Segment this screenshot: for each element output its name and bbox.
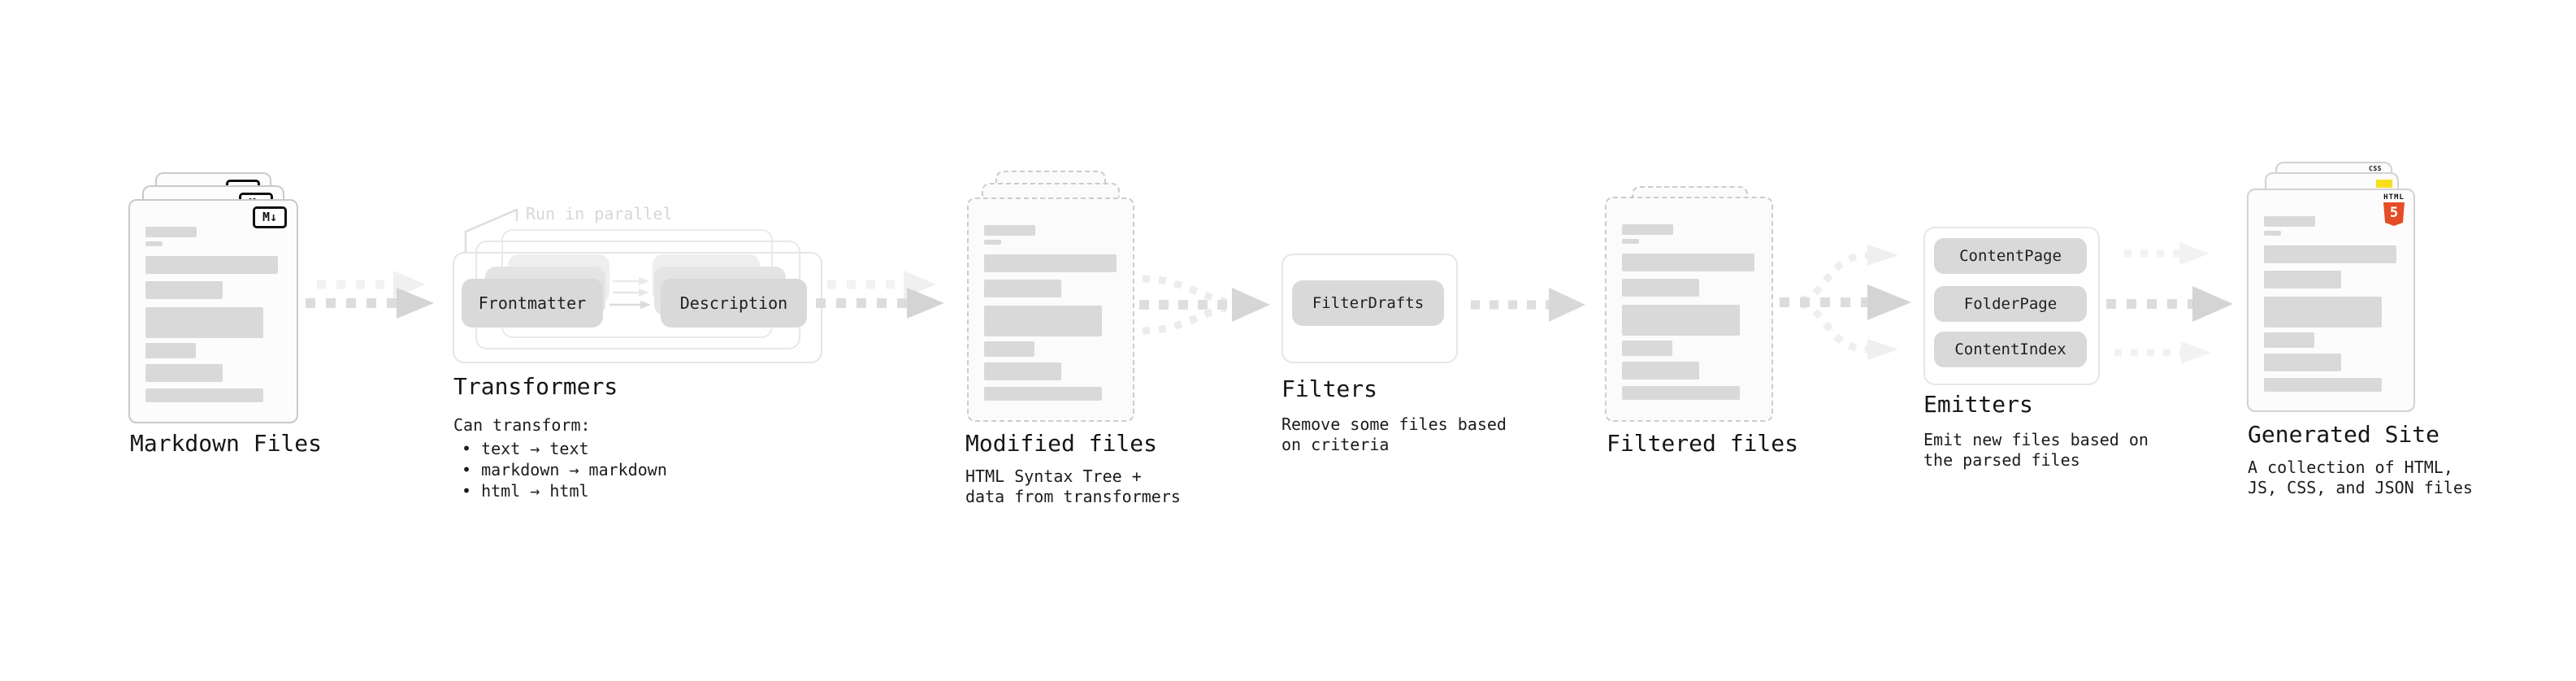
generated-site-label: Generated Site	[2248, 421, 2440, 448]
emitters-desc: Emit new files based on	[1923, 430, 2149, 449]
chip-flow-arrows	[609, 277, 651, 309]
run-in-parallel-note: Run in parallel	[526, 204, 673, 223]
doc-content-bar	[984, 306, 1102, 336]
doc-content-bar	[1622, 362, 1699, 380]
filtered-files-label: Filtered files	[1607, 430, 1799, 457]
doc-content-bar	[2264, 297, 2382, 327]
doc-content-bar	[1622, 224, 1673, 235]
doc-content-bar	[2264, 354, 2341, 371]
doc-content-bar	[984, 280, 1061, 297]
doc-content-bar	[2264, 231, 2281, 236]
transformers-bullet: • html → html	[462, 481, 589, 501]
generated-card-html: HTML 5	[2247, 189, 2415, 412]
doc-content-bar	[1622, 340, 1672, 356]
doc-content-bar	[984, 362, 1061, 380]
arrow-emitters-to-generated	[2106, 242, 2233, 364]
modified-files-desc: HTML Syntax Tree +	[965, 466, 1142, 486]
emitters-desc: the parsed files	[1923, 450, 2080, 470]
filtered-file-card-front	[1605, 197, 1773, 422]
arrow-filters-to-filtered	[1471, 288, 1585, 322]
doc-content-bar	[2264, 245, 2396, 263]
filters-desc: on criteria	[1281, 435, 1390, 454]
html5-icon: HTML 5	[2383, 193, 2405, 226]
doc-content-bar	[145, 281, 223, 299]
arrow-filtered-to-emitters	[1780, 245, 1911, 360]
filterdrafts-chip: FilterDrafts	[1292, 280, 1444, 326]
doc-content-bar	[2264, 216, 2315, 227]
frontmatter-chip: Frontmatter	[462, 279, 603, 327]
doc-content-bar	[145, 256, 278, 274]
arrow-transformers-to-modified	[816, 271, 944, 319]
doc-content-bar	[145, 343, 196, 358]
arrow-modified-to-filters	[1139, 275, 1270, 335]
doc-content-bar	[1622, 386, 1740, 400]
run-in-parallel-callout-line	[464, 208, 518, 253]
emitters-label: Emitters	[1923, 391, 2033, 418]
doc-content-bar	[984, 254, 1117, 272]
doc-content-bar	[1622, 239, 1639, 244]
modified-file-card-front	[967, 197, 1134, 422]
markdown-files-label: Markdown Files	[130, 430, 323, 457]
doc-content-bar	[984, 387, 1102, 401]
doc-content-bar	[145, 241, 163, 246]
transformers-label: Transformers	[453, 373, 618, 400]
doc-content-bar	[984, 341, 1034, 357]
doc-content-bar	[2264, 271, 2341, 288]
description-chip: Description	[661, 279, 807, 327]
modified-files-desc: data from transformers	[965, 487, 1181, 506]
folderpage-chip: FolderPage	[1934, 286, 2087, 322]
transformers-bullet: • markdown → markdown	[462, 460, 667, 479]
filters-label: Filters	[1281, 375, 1378, 402]
doc-content-bar	[145, 388, 263, 402]
doc-content-bar	[984, 225, 1035, 236]
markdown-file-card-front: M↓	[128, 199, 298, 423]
transformers-bullet: • text → text	[462, 439, 589, 458]
markdown-icon: M↓	[253, 206, 287, 228]
generated-site-desc: JS, CSS, and JSON files	[2248, 478, 2473, 497]
doc-content-bar	[145, 307, 263, 338]
doc-content-bar	[145, 227, 197, 237]
doc-content-bar	[984, 240, 1001, 245]
doc-content-bar	[1622, 305, 1740, 336]
doc-content-bar	[1622, 254, 1754, 271]
javascript-icon	[2376, 180, 2392, 188]
contentindex-chip: ContentIndex	[1934, 332, 2087, 367]
transformers-desc-title: Can transform:	[453, 415, 591, 435]
doc-content-bar	[1622, 279, 1699, 297]
filters-desc: Remove some files based	[1281, 414, 1507, 434]
generated-site-desc: A collection of HTML,	[2248, 458, 2453, 477]
doc-content-bar	[2264, 378, 2382, 392]
doc-content-bar	[2264, 332, 2314, 348]
modified-files-label: Modified files	[965, 430, 1158, 457]
arrow-markdown-to-transformers	[306, 271, 434, 319]
doc-content-bar	[145, 364, 223, 382]
contentpage-chip: ContentPage	[1934, 238, 2087, 274]
